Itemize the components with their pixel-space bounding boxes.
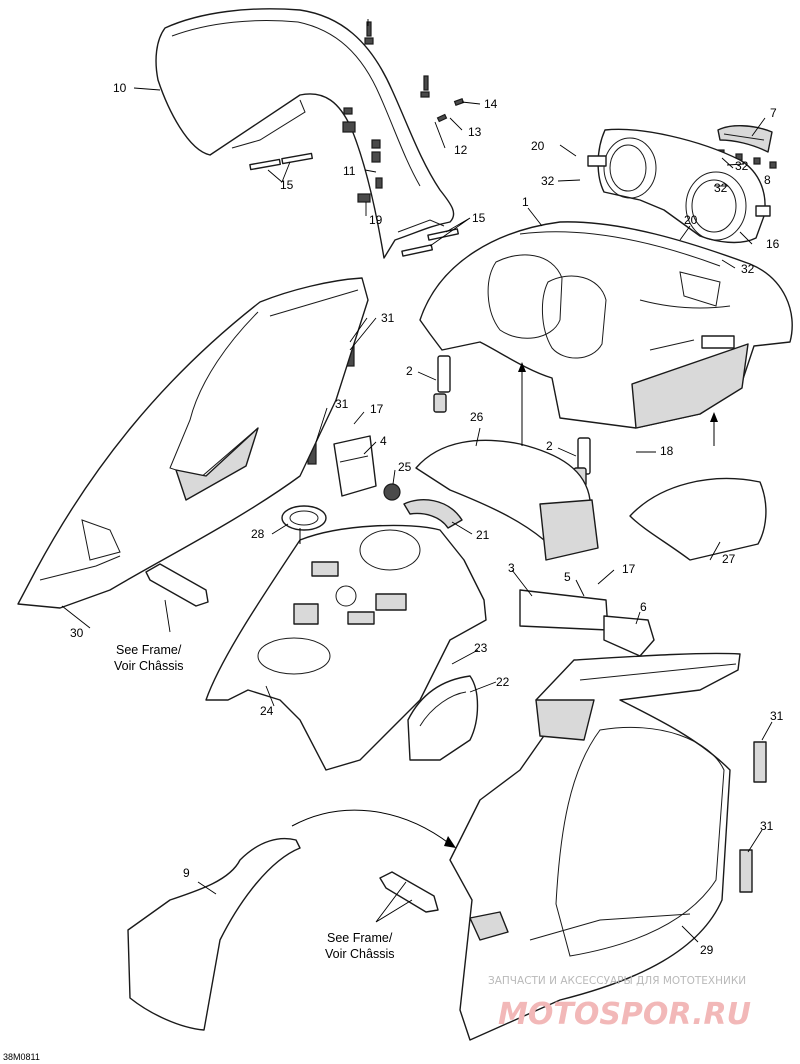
callout-31a: 31 <box>381 311 395 325</box>
callout-18: 18 <box>660 444 674 458</box>
see-frame-note-1-line2: Voir Châssis <box>114 659 183 673</box>
mount-bracket-part <box>519 589 655 657</box>
callout-20b: 20 <box>684 213 698 227</box>
knob-part <box>383 483 401 501</box>
seat-pad-part <box>629 477 767 561</box>
gauge-support-part <box>587 128 771 244</box>
callout-15b: 15 <box>472 211 486 225</box>
callout-1: 1 <box>522 195 529 209</box>
vent-part <box>407 675 479 761</box>
callout-20a: 20 <box>531 139 545 153</box>
watermark-tagline: ЗАПЧАСТИ И АКСЕССУАРЫ ДЛЯ МОТОТЕХНИКИ <box>488 975 746 987</box>
right-side-panel-part <box>449 652 741 1041</box>
callout-32c: 32 <box>714 181 728 195</box>
callout-6: 6 <box>640 600 647 614</box>
callout-27: 27 <box>722 552 736 566</box>
callout-12: 12 <box>454 143 468 157</box>
windshield-part <box>155 8 455 259</box>
callout-31d: 31 <box>760 819 774 833</box>
callout-8: 8 <box>764 173 771 187</box>
callout-3: 3 <box>508 561 515 575</box>
callout-32a: 32 <box>541 174 555 188</box>
callout-17a: 17 <box>370 402 384 416</box>
callout-labels: 10 19 11 12 13 14 15 15 20 20 32 32 32 3… <box>70 81 784 957</box>
bracket-part <box>333 435 377 497</box>
tray-part <box>415 439 599 561</box>
handle-grip-part <box>145 563 439 913</box>
callout-17b: 17 <box>622 562 636 576</box>
small-cover-part <box>403 499 463 529</box>
callout-15a: 15 <box>280 178 294 192</box>
callout-7: 7 <box>770 106 777 120</box>
mud-flap-part <box>127 837 301 1031</box>
see-frame-note-2-line2: Voir Châssis <box>325 947 394 961</box>
watermark-logo: MOTOSPOR.RU <box>498 997 751 1032</box>
dashboard-fairing-part <box>419 221 793 429</box>
callout-4: 4 <box>380 434 387 448</box>
callout-22: 22 <box>496 675 510 689</box>
callout-25: 25 <box>398 460 412 474</box>
assembly-arrows <box>291 362 718 848</box>
callout-29-label: 29 <box>700 943 714 957</box>
callout-23: 23 <box>474 641 488 655</box>
callout-5: 5 <box>564 570 571 584</box>
callout-30-label: 30 <box>70 626 84 640</box>
windshield-hardware <box>342 21 465 203</box>
drawing-code: 38M0811 <box>3 1052 40 1062</box>
callout-9-label: 9 <box>183 866 190 880</box>
watermark: ЗАПЧАСТИ И АКСЕССУАРЫ ДЛЯ МОТОТЕХНИКИ MO… <box>488 975 751 1032</box>
trim-strip-part <box>249 152 459 257</box>
callout-31c: 31 <box>770 709 784 723</box>
callout-24-label: 24 <box>260 704 274 718</box>
callout-19: 19 <box>369 213 383 227</box>
callout-32b: 32 <box>735 159 749 173</box>
callout-14: 14 <box>484 97 498 111</box>
leader-lines <box>61 19 773 943</box>
see-frame-note-1-line1: See Frame/ <box>116 643 182 657</box>
callout-28: 28 <box>251 527 265 541</box>
callout-2a: 2 <box>406 364 413 378</box>
callout-2b: 2 <box>546 439 553 453</box>
left-side-panel-part <box>17 277 369 609</box>
see-frame-notes: See Frame/ Voir Châssis See Frame/ Voir … <box>114 643 394 961</box>
callout-13: 13 <box>468 125 482 139</box>
callout-21: 21 <box>476 528 490 542</box>
console-part <box>205 524 487 771</box>
callout-31b: 31 <box>335 397 349 411</box>
callout-26: 26 <box>470 410 484 424</box>
callout-32d: 32 <box>741 262 755 276</box>
callout-16: 16 <box>766 237 780 251</box>
grommet-ring-part <box>281 505 327 531</box>
callout-10: 10 <box>113 81 127 95</box>
gauge-cover-part <box>717 125 777 169</box>
callout-11: 11 <box>343 164 356 178</box>
see-frame-note-2-line1: See Frame/ <box>327 931 393 945</box>
